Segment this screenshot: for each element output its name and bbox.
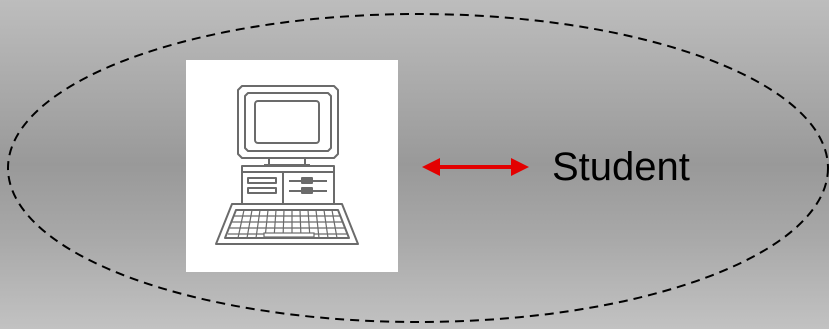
student-label: Student [552, 143, 690, 191]
double-headed-arrow-icon [422, 158, 529, 176]
system-boundary-ellipse [8, 14, 828, 322]
computer-illustration-card [186, 60, 398, 272]
desktop-computer-icon [186, 60, 398, 272]
